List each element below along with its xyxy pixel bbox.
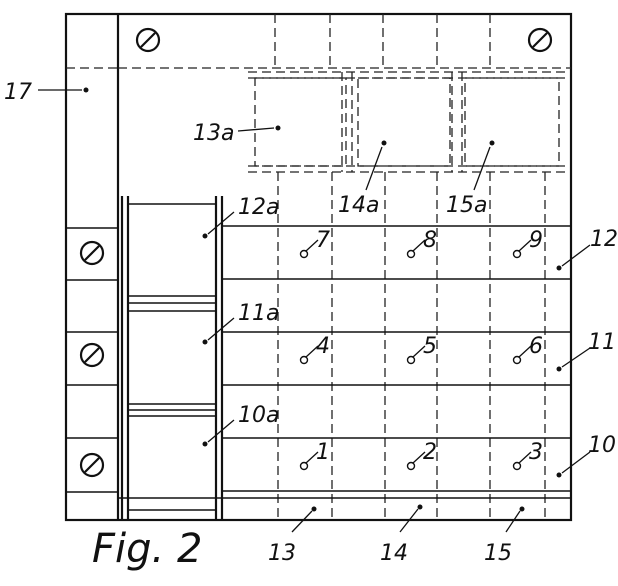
vertical-carrier <box>120 196 224 520</box>
upper-modules <box>248 71 566 173</box>
screw-left-10 <box>79 452 105 478</box>
point-label-7: 7 <box>316 228 330 253</box>
screw-left-11 <box>79 342 105 368</box>
label-11a: 11a <box>238 301 279 326</box>
left-column-segments <box>66 227 118 493</box>
label-10a: 10a <box>238 403 279 428</box>
contact-points <box>299 239 532 471</box>
main-vertical-grid <box>277 172 546 520</box>
label-15a: 15a <box>446 193 487 218</box>
point-label-6: 6 <box>529 334 543 359</box>
label-17: 17 <box>4 80 32 105</box>
point-label-5: 5 <box>423 334 437 359</box>
label-13: 13 <box>268 541 296 566</box>
label-12a: 12a <box>238 195 279 220</box>
screw-top-right <box>527 27 553 53</box>
point-label-3: 3 <box>529 440 543 465</box>
point-label-4: 4 <box>316 334 330 359</box>
leader-lines <box>38 87 591 533</box>
screw-left-12 <box>79 240 105 266</box>
label-12: 12 <box>590 227 618 252</box>
point-label-2: 2 <box>423 440 437 465</box>
point-label-8: 8 <box>423 228 437 253</box>
top-grid <box>274 14 491 68</box>
point-label-1: 1 <box>316 440 330 465</box>
screw-top-left <box>135 27 161 53</box>
label-11: 11 <box>588 330 616 355</box>
figure-caption: Fig. 2 <box>92 526 202 572</box>
point-label-9: 9 <box>529 228 543 253</box>
label-15: 15 <box>484 541 512 566</box>
label-14: 14 <box>380 541 408 566</box>
label-13a: 13a <box>193 121 234 146</box>
label-14a: 14a <box>338 193 379 218</box>
row-lines <box>118 225 571 499</box>
outer-frame <box>64 12 573 522</box>
label-10: 10 <box>588 433 616 458</box>
